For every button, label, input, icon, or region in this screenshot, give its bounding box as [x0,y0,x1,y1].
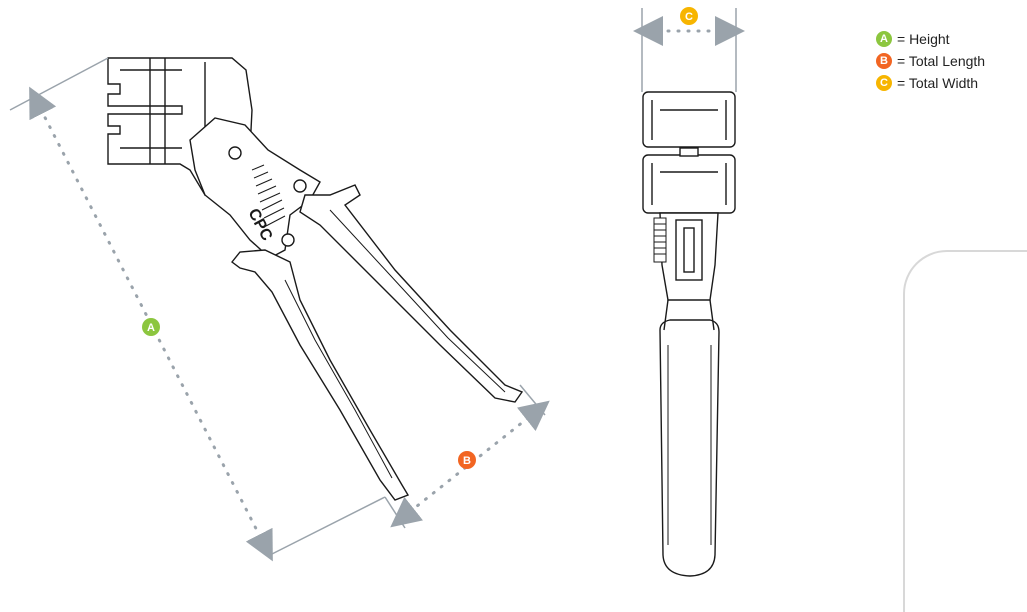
length-arrow [390,400,550,528]
legend-item-width: C = Total Width [876,72,985,94]
svg-text:A: A [147,322,155,334]
legend: A = Height B = Total Length C = Total Wi… [876,28,985,94]
dimension-height: A [9,57,386,562]
tool-front-view [642,91,736,577]
badge-b [458,451,476,469]
svg-text:B: B [463,455,471,467]
pivot-bolt [293,179,307,193]
badge-b: B [876,53,892,69]
front-lower-block [642,154,736,214]
legend-label: = Height [897,31,950,47]
badge-a [142,318,160,336]
badge-c: C [876,75,892,91]
dimension-length: B [384,384,550,529]
diagram-canvas: CPC A B [9,7,1027,612]
svg-text:C: C [685,11,693,23]
tool-side-view [107,57,524,501]
spring [653,217,667,263]
pivot-bolt [228,146,242,160]
tool-dimensions-diagram: CPC A B [9,7,745,577]
legend-label: = Total Width [897,75,979,91]
legend-label: = Total Length [897,53,986,69]
dimension-width: C [633,7,745,92]
front-upper-block [642,91,736,148]
badge-c [680,7,698,25]
badge-a: A [876,31,892,47]
front-handle [659,319,720,577]
side-panel-outline [903,250,1027,612]
legend-item-length: B = Total Length [876,50,985,72]
legend-item-height: A = Height [876,28,985,50]
pivot-bolt [281,233,295,247]
upper-handle [299,184,524,403]
